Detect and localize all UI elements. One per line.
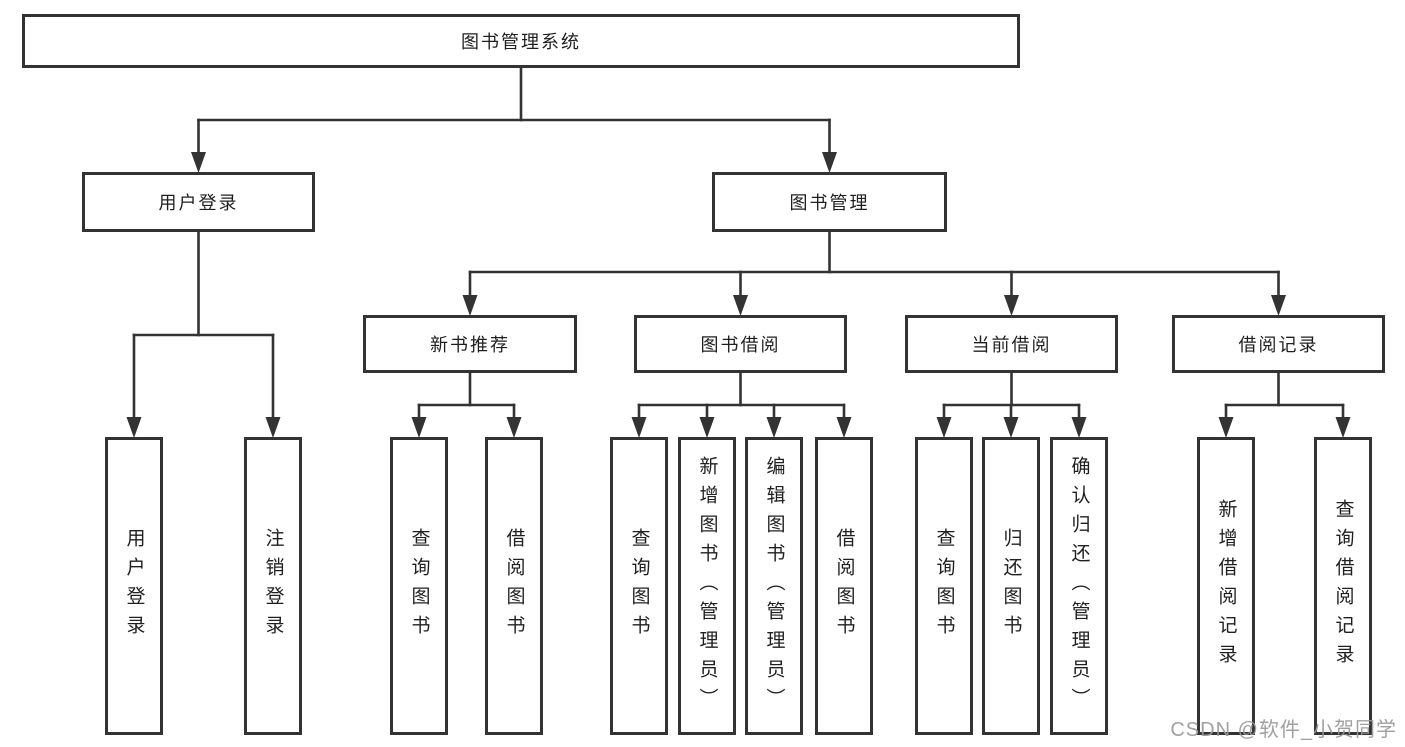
node-label: 查询图书 xyxy=(408,528,430,644)
node-leaf-query-book-3: 查询图书 xyxy=(915,437,973,735)
node-leaf-add-book: 新增图书（管理员） xyxy=(678,437,736,735)
node-label: 确认归还（管理员） xyxy=(1068,455,1090,717)
node-leaf-confirm-return: 确认归还（管理员） xyxy=(1050,437,1108,735)
node-label: 新增借阅记录 xyxy=(1215,499,1237,673)
node-leaf-query-book-2: 查询图书 xyxy=(610,437,668,735)
arrowhead-icon xyxy=(411,417,427,438)
node-leaf-logout: 注销登录 xyxy=(244,437,302,735)
arrowhead-icon xyxy=(733,295,748,316)
node-book-mgmt: 图书管理 xyxy=(712,172,947,232)
node-label: 图书管理系统 xyxy=(461,32,581,52)
arrowhead-icon xyxy=(506,417,522,438)
node-label: 查询借阅记录 xyxy=(1332,499,1354,673)
node-leaf-return-book: 归还图书 xyxy=(982,437,1040,735)
arrowhead-icon xyxy=(822,152,837,173)
node-user-login: 用户登录 xyxy=(82,172,315,232)
arrowhead-icon xyxy=(631,417,647,438)
node-label: 用户登录 xyxy=(158,193,239,213)
node-leaf-add-borrow-record: 新增借阅记录 xyxy=(1197,437,1255,735)
node-leaf-query-borrow-record: 查询借阅记录 xyxy=(1314,437,1372,735)
node-leaf-query-book-1: 查询图书 xyxy=(390,437,448,735)
node-leaf-borrow-book-2: 借阅图书 xyxy=(815,437,873,735)
node-label: 归还图书 xyxy=(1000,528,1022,644)
arrowhead-icon xyxy=(1271,295,1286,316)
node-label: 新增图书（管理员） xyxy=(696,455,718,717)
node-label: 借阅记录 xyxy=(1238,335,1319,355)
node-label: 借阅图书 xyxy=(833,528,855,644)
node-leaf-edit-book: 编辑图书（管理员） xyxy=(745,437,803,735)
node-new-book-rec: 新书推荐 xyxy=(363,315,577,373)
node-label: 用户登录 xyxy=(123,528,145,644)
arrowhead-icon xyxy=(126,417,142,438)
arrowhead-icon xyxy=(936,417,952,438)
node-label: 查询图书 xyxy=(628,528,650,644)
node-root: 图书管理系统 xyxy=(22,14,1020,68)
node-label: 注销登录 xyxy=(262,528,284,644)
arrowhead-icon xyxy=(1004,295,1019,316)
node-label: 编辑图书（管理员） xyxy=(763,455,785,717)
node-leaf-borrow-book-1: 借阅图书 xyxy=(485,437,543,735)
node-label: 图书借阅 xyxy=(700,335,781,355)
node-leaf-user-login: 用户登录 xyxy=(105,437,163,735)
node-borrow-record: 借阅记录 xyxy=(1172,315,1385,373)
node-label: 新书推荐 xyxy=(430,335,510,355)
arrowhead-icon xyxy=(1218,417,1234,438)
arrowhead-icon xyxy=(836,417,852,438)
arrowhead-icon xyxy=(1071,417,1087,438)
arrowhead-icon xyxy=(462,295,478,316)
node-label: 当前借阅 xyxy=(971,335,1052,355)
node-label: 图书管理 xyxy=(789,193,870,213)
node-label: 借阅图书 xyxy=(503,528,525,644)
arrowhead-icon xyxy=(191,152,206,173)
node-current-borrow: 当前借阅 xyxy=(905,315,1118,373)
node-label: 查询图书 xyxy=(933,528,955,644)
node-book-borrow: 图书借阅 xyxy=(634,315,847,373)
arrowhead-icon xyxy=(699,417,715,438)
arrowhead-icon xyxy=(1003,417,1019,438)
arrowhead-icon xyxy=(265,417,281,438)
arrowhead-icon xyxy=(766,417,782,438)
watermark: CSDN @软件_小贺同学 xyxy=(1170,719,1397,741)
arrowhead-icon xyxy=(1335,417,1351,438)
